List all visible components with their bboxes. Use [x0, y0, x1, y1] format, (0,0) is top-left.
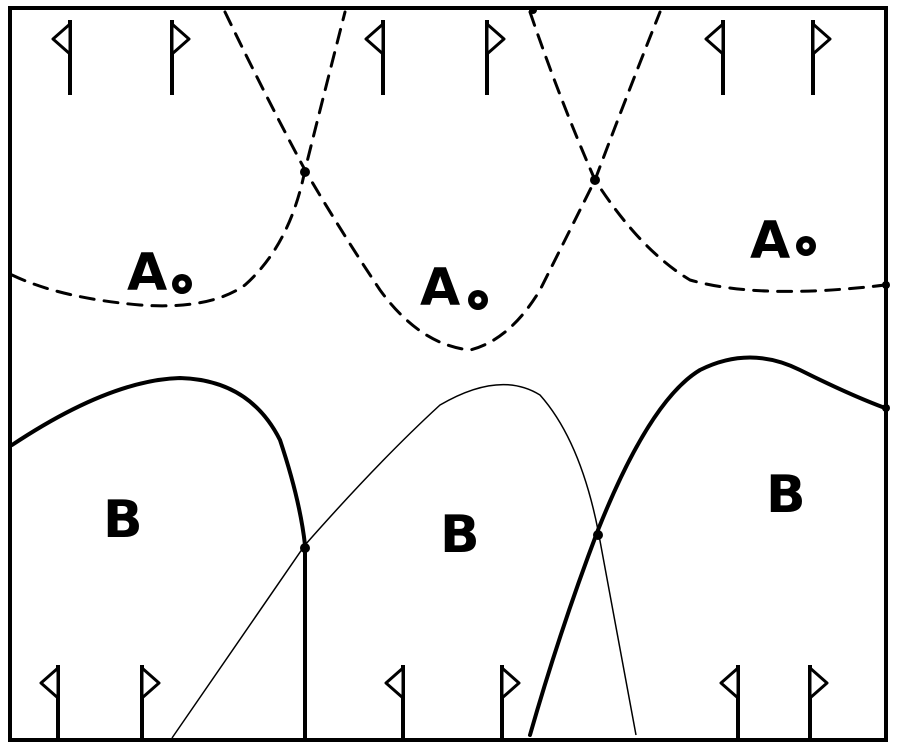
flag-pennant: [364, 22, 385, 56]
junction-dot: [882, 404, 890, 412]
solid-boundaries: [10, 355, 887, 740]
top-flag-row: [51, 20, 832, 95]
junction-points: [300, 6, 890, 553]
flag-left-icon: [364, 20, 385, 95]
bottom-flag-row: [39, 665, 829, 738]
flag-left-icon: [384, 665, 405, 738]
region-label-a3: A: [750, 211, 816, 271]
flag-left-icon: [51, 20, 72, 95]
region-label-b1: B: [103, 490, 143, 550]
flag-pennant: [704, 22, 725, 56]
region-label-b2: B: [440, 505, 480, 565]
region-label-a1: A: [127, 243, 192, 303]
dashed-curve-right-diag: [528, 10, 887, 293]
region-label-a2: A: [420, 258, 488, 318]
region-dot-hole: [178, 280, 186, 288]
flag-pennant: [485, 22, 506, 56]
dashed-curve-left-diag: [223, 10, 662, 352]
flag-right-icon: [811, 20, 832, 95]
flag-right-icon: [808, 665, 829, 738]
dashed-boundaries: [10, 10, 887, 352]
junction-dot: [300, 543, 310, 553]
flag-pennant: [170, 22, 191, 56]
flag-right-icon: [140, 665, 161, 738]
junction-dot: [300, 167, 310, 177]
junction-dot: [593, 530, 603, 540]
flag-pennant: [140, 666, 161, 700]
flag-pennant: [384, 666, 405, 700]
flag-pennant: [811, 22, 832, 56]
flag-pennant: [500, 666, 521, 700]
flag-left-icon: [39, 665, 60, 738]
junction-dot: [882, 281, 890, 289]
flag-pennant: [808, 666, 829, 700]
flag-left-icon: [704, 20, 725, 95]
region-label-b3: B: [766, 465, 806, 525]
flag-right-icon: [170, 20, 191, 95]
region-letter: A: [127, 243, 167, 303]
dashed-curve-left-bowl: [10, 10, 347, 308]
flag-right-icon: [500, 665, 521, 738]
flag-pennant: [51, 22, 72, 56]
junction-dot: [590, 175, 600, 185]
region-letter: A: [750, 211, 790, 271]
flag-pennant: [39, 666, 60, 700]
solid-curve-middle-arch: [171, 383, 637, 739]
solid-curve-right-arch: [528, 355, 887, 737]
region-dot-hole: [802, 242, 810, 250]
solid-curve-left-arch: [10, 375, 307, 740]
region-letter: A: [420, 258, 460, 318]
flag-pennant: [719, 666, 740, 700]
region-dot-hole: [474, 296, 482, 304]
flag-left-icon: [719, 665, 740, 738]
flag-right-icon: [485, 20, 506, 95]
junction-dot: [529, 6, 537, 14]
frame-border: [8, 6, 888, 742]
